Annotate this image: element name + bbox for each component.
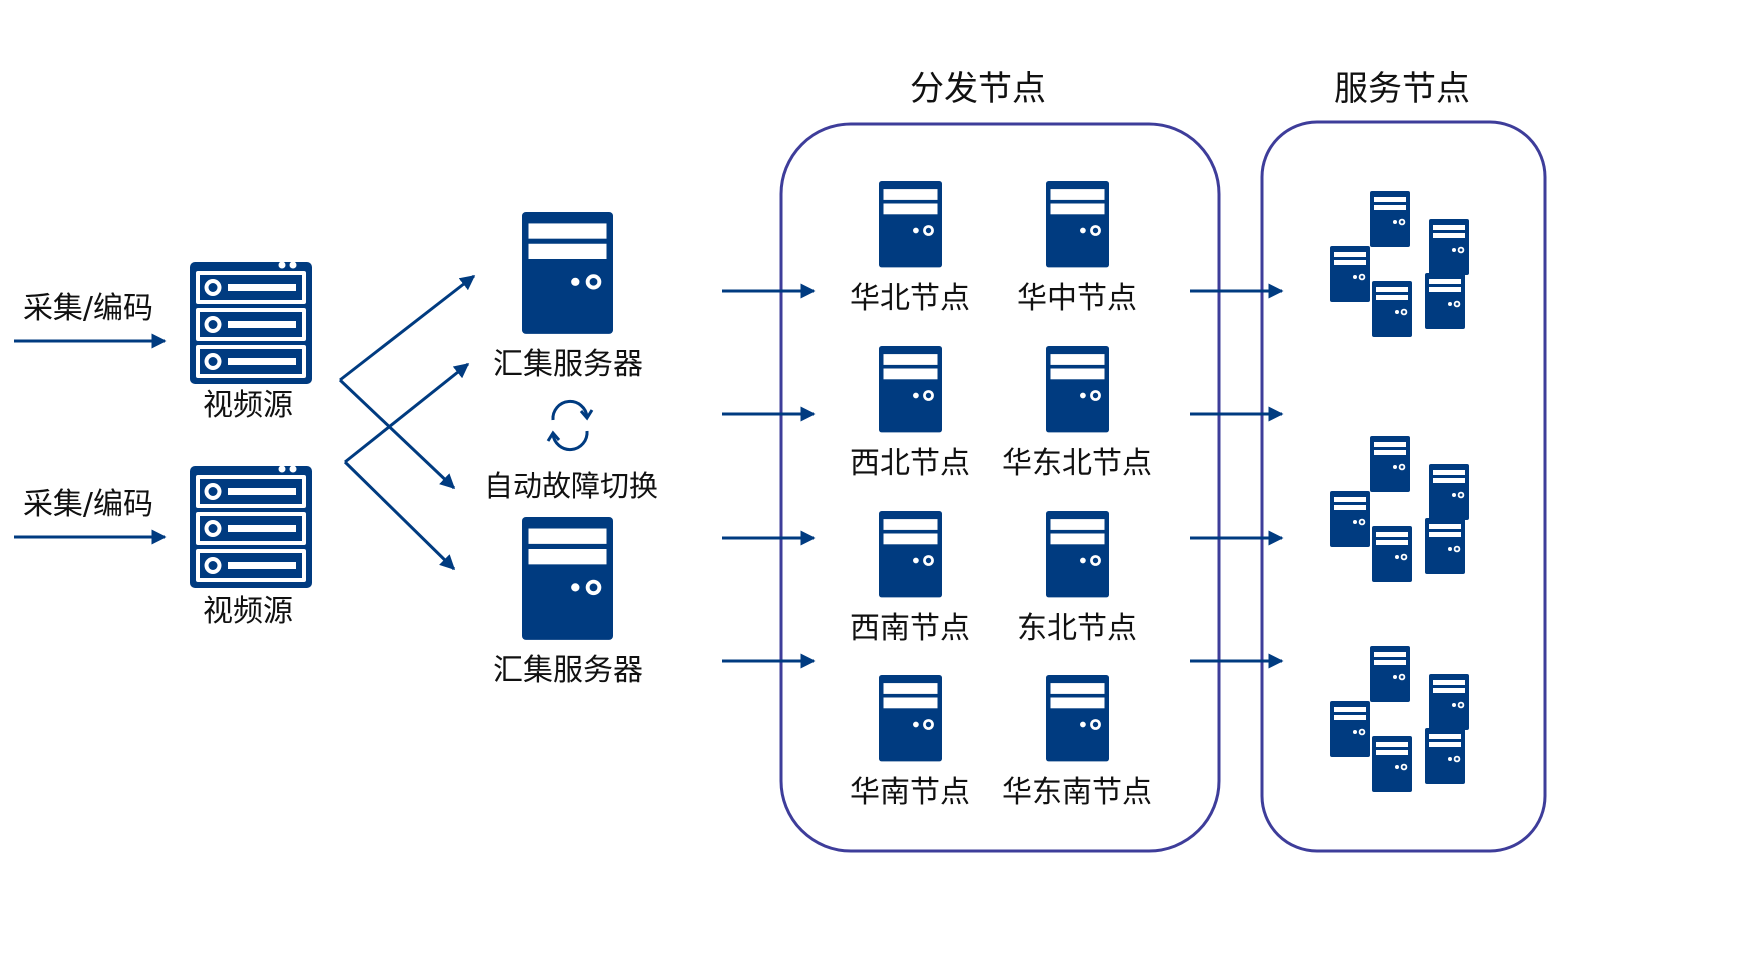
tower-server-icon	[1046, 181, 1109, 268]
node-label: 东北节点	[1017, 611, 1137, 646]
arrow	[343, 460, 456, 571]
failover: 自动故障切换	[484, 400, 658, 503]
tower-server-icon	[879, 675, 942, 762]
node-label: 华中节点	[1017, 281, 1137, 316]
distribution-node-east-north: 华东北节点	[1002, 346, 1152, 481]
distribution-node-group	[779, 122, 1221, 853]
node-label: 华东北节点	[1002, 446, 1152, 481]
tower-server-icon	[1046, 511, 1109, 598]
aggregation-server-top: 汇集服务器	[493, 212, 643, 382]
service-header: 服务节点	[1334, 69, 1470, 109]
failover-label: 自动故障切换	[484, 469, 658, 503]
arrow	[339, 274, 476, 382]
video-source-label: 视频源	[203, 594, 293, 629]
distribution-node-northeast: 东北节点	[1017, 511, 1137, 646]
aggregation-to-distribution-arrows	[722, 283, 816, 669]
tower-server-icon	[522, 212, 613, 334]
sync-icon	[546, 400, 594, 451]
distribution-node-southwest: 西南节点	[850, 511, 970, 646]
arrow	[344, 362, 470, 464]
tower-server-icon	[879, 346, 942, 433]
tower-server-icon	[1046, 675, 1109, 762]
arrow	[338, 378, 456, 490]
node-label: 华南节点	[850, 775, 970, 810]
distribution-node-central-china: 华中节点	[1017, 181, 1137, 316]
node-label: 华北节点	[850, 281, 970, 316]
capture-encode-label: 采集/编码	[23, 291, 153, 326]
distribution-node-northwest: 西北节点	[850, 346, 970, 481]
video-source-label: 视频源	[203, 388, 293, 423]
source-1: 采集/编码 视频源	[14, 261, 312, 423]
rack-server-icon	[190, 465, 312, 588]
aggregation-server-bottom: 汇集服务器	[493, 517, 643, 688]
service-node-group	[1260, 120, 1547, 853]
distribution-node-south-china: 华南节点	[850, 675, 970, 810]
node-label: 西北节点	[850, 446, 970, 481]
server-cluster-icon	[1330, 646, 1469, 792]
capture-encode-label: 采集/编码	[23, 487, 153, 522]
server-cluster-icon	[1330, 436, 1469, 582]
server-cluster-icon	[1330, 191, 1469, 337]
node-label: 西南节点	[850, 611, 970, 646]
tower-server-icon	[1046, 346, 1109, 433]
tower-server-icon	[522, 517, 613, 640]
aggregation-server-label: 汇集服务器	[493, 653, 643, 688]
source-2: 采集/编码 视频源	[14, 465, 312, 629]
rack-server-icon	[190, 261, 312, 384]
tower-server-icon	[879, 181, 942, 268]
distribution-header: 分发节点	[910, 69, 1046, 109]
distribution-node-north-china: 华北节点	[850, 181, 970, 316]
distribution-to-service-arrows	[1190, 283, 1284, 669]
distribution-node-east-south: 华东南节点	[1002, 675, 1152, 810]
tower-server-icon	[879, 511, 942, 598]
aggregation-server-label: 汇集服务器	[493, 347, 643, 382]
source-to-aggregation-arrows	[338, 274, 476, 571]
node-label: 华东南节点	[1002, 775, 1152, 810]
